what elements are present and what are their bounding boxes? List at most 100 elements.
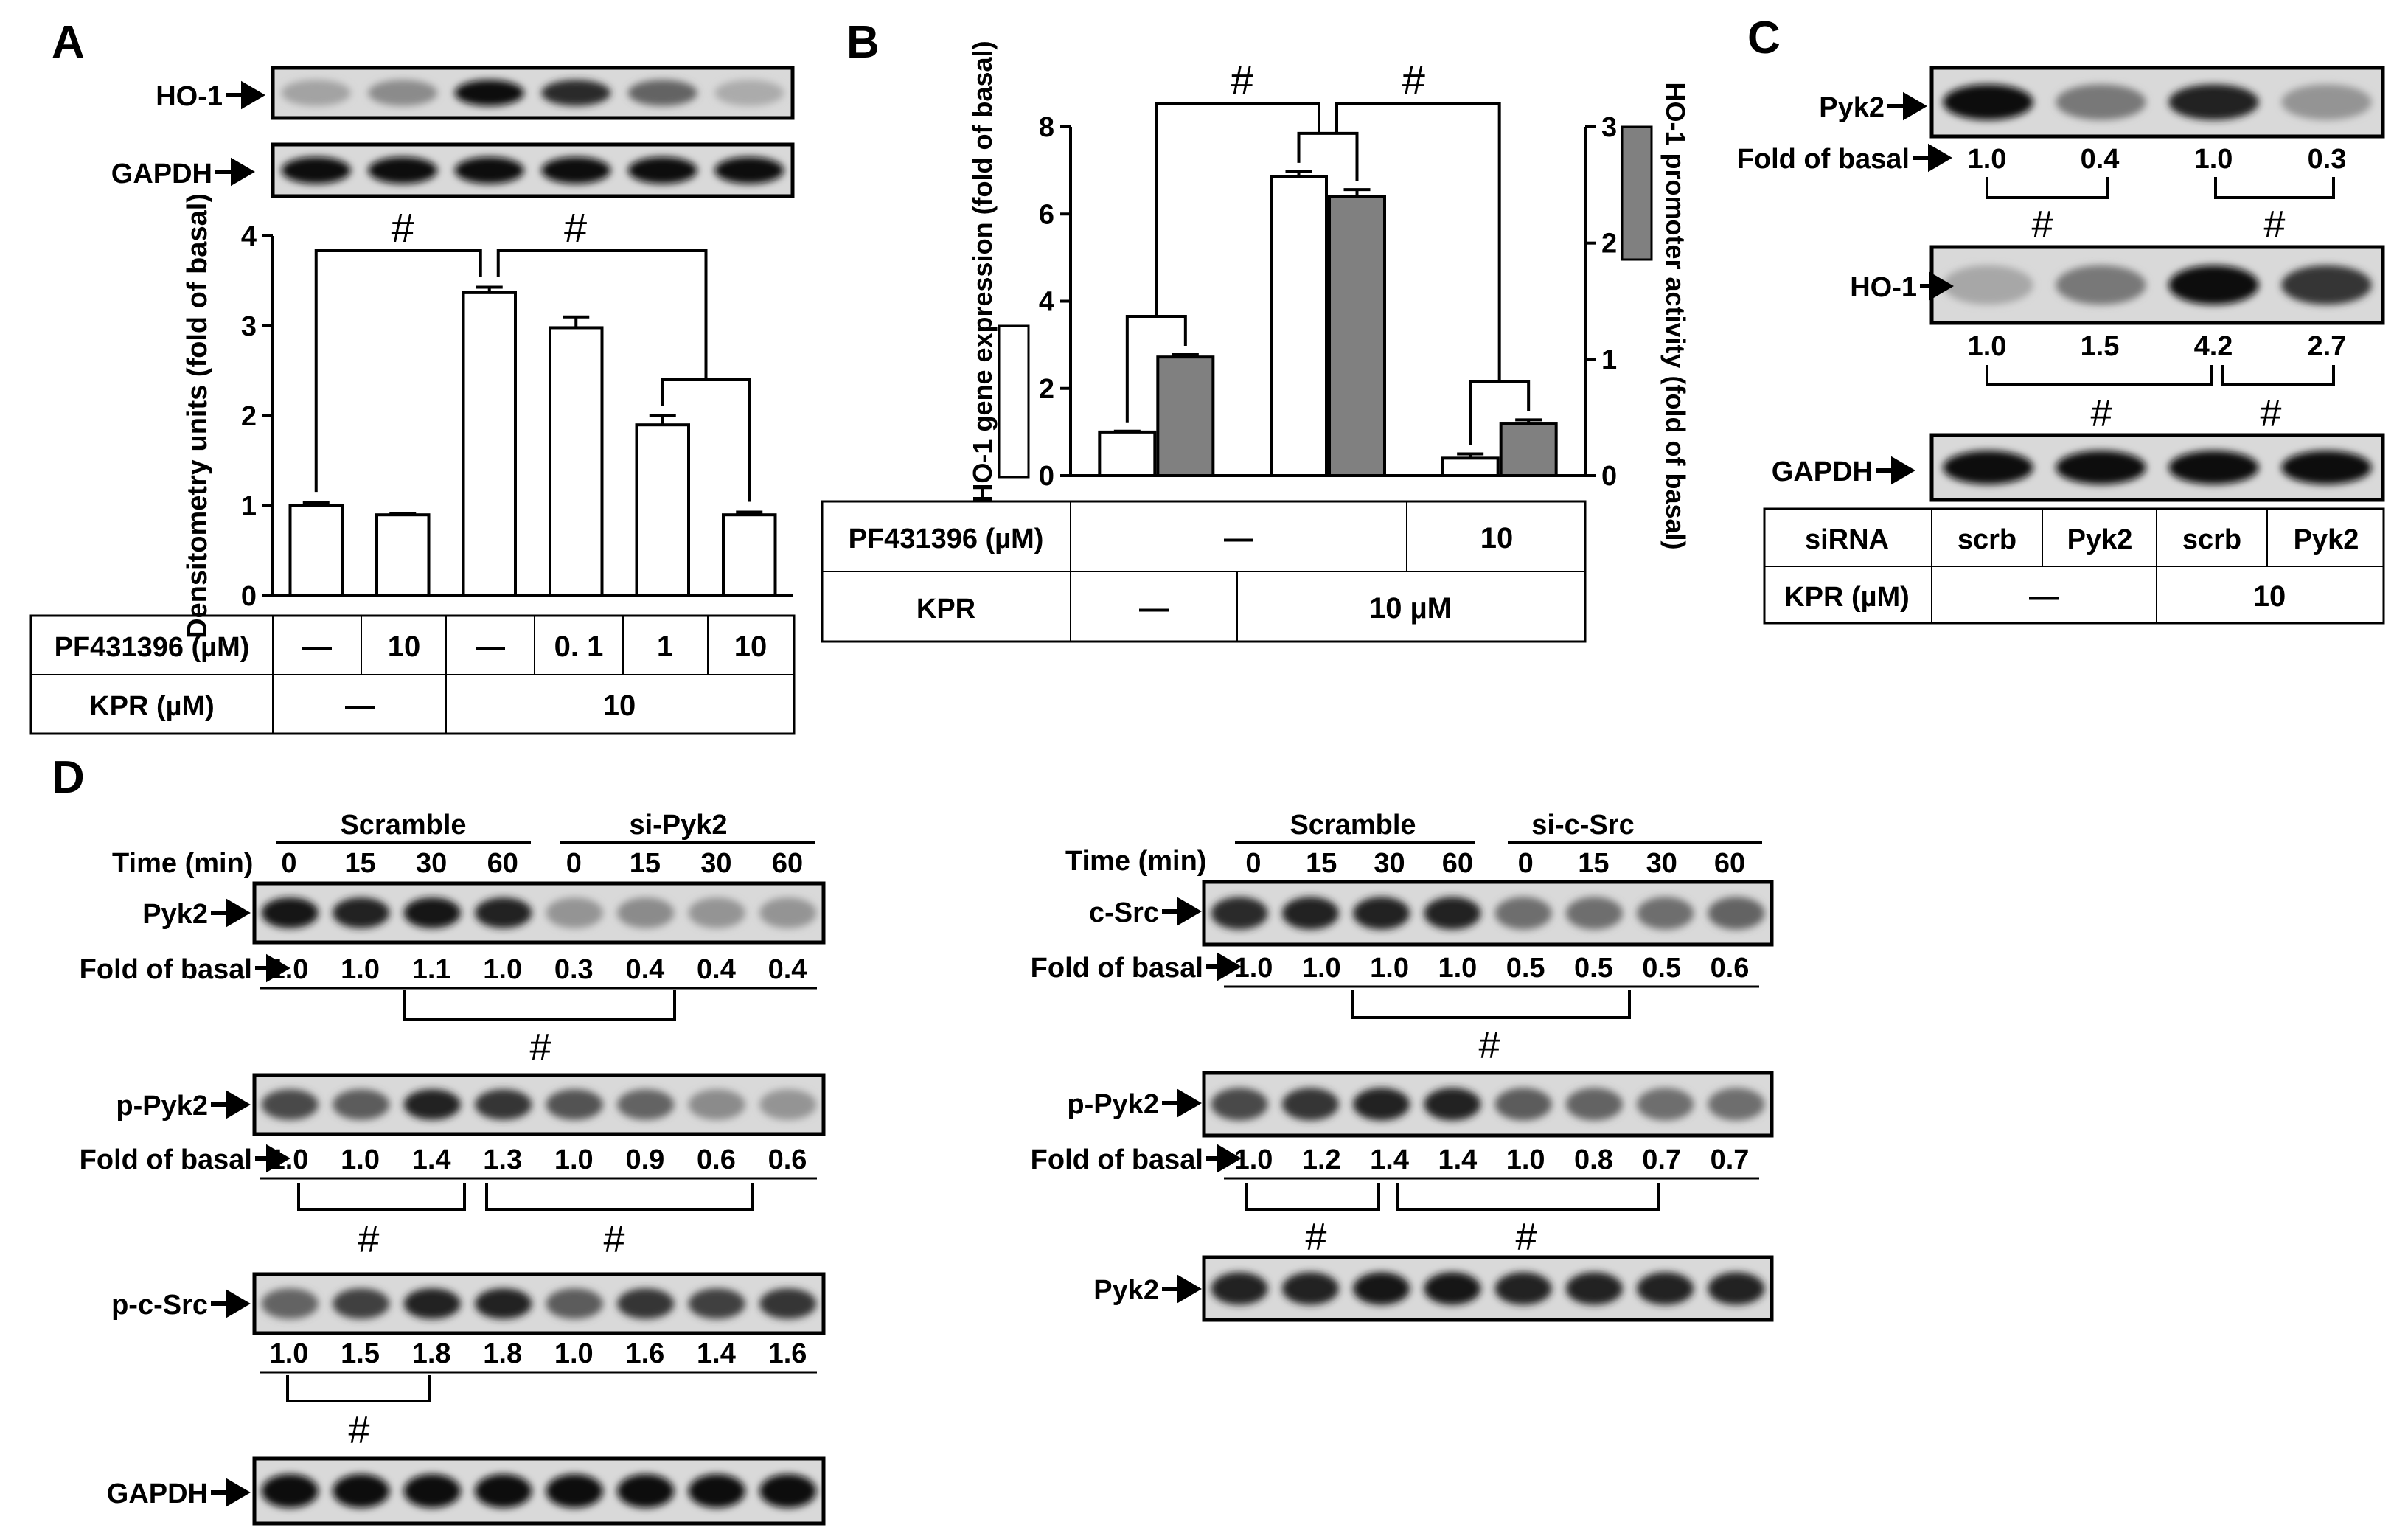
blot-band — [541, 156, 611, 184]
fold-value: 0.5 — [1506, 953, 1545, 984]
fold-of-basal-label: Fold of basal — [1031, 1144, 1203, 1175]
significance-bracket — [286, 1375, 431, 1402]
table-a-cell: 10 — [734, 630, 768, 663]
fold-value: 1.2 — [1302, 1144, 1341, 1175]
blot-band — [1565, 897, 1623, 930]
blot-band — [627, 156, 697, 184]
blot-band — [1637, 897, 1694, 930]
fold-value: 1.0 — [1506, 1144, 1545, 1175]
error-bar — [1113, 429, 1141, 433]
blot-band — [281, 156, 351, 184]
significance-mark: # — [1516, 1216, 1537, 1259]
pair-bracket — [1125, 315, 1187, 423]
fold-value: 1.0 — [554, 1338, 594, 1369]
y-axis-label-left: HO-1 gene expression (fold of basal) — [967, 41, 998, 502]
table-c-row1-label: siRNA — [1805, 524, 1889, 555]
time-value: 15 — [344, 848, 375, 879]
blot-band — [759, 1089, 817, 1120]
table-c-row2-label: KPR (µM) — [1784, 582, 1910, 613]
arrow-icon — [211, 1289, 251, 1318]
significance-mark: # — [604, 1218, 625, 1261]
blot-band — [261, 897, 319, 928]
time-value: 0 — [281, 848, 296, 879]
table-c-cell: Pyk2 — [2067, 524, 2133, 555]
blot-frame — [252, 1073, 826, 1136]
time-value: 60 — [1442, 848, 1473, 879]
blot-ho1-a — [271, 66, 795, 120]
blot-frame — [1929, 66, 2385, 139]
arrow-icon — [1887, 91, 1927, 121]
y-axis-label: Densitometry units (fold of basal) — [182, 193, 213, 639]
table-a-cell: 0. 1 — [554, 630, 604, 663]
blot-frame — [271, 142, 795, 198]
blot-frame — [252, 1272, 826, 1335]
fold-value: 1.0 — [483, 954, 522, 985]
fold-value: 0.8 — [1574, 1144, 1613, 1175]
blot-frame — [252, 881, 826, 945]
fold-value: 0.6 — [1711, 953, 1750, 984]
fold-of-basal-label: Fold of basal — [80, 1144, 252, 1175]
significance-mark: # — [1306, 1216, 1327, 1259]
blot-ho1-c — [1929, 245, 2385, 325]
significance-mark: # — [1231, 57, 1253, 103]
time-value: 60 — [1714, 848, 1745, 879]
error-bar — [302, 501, 330, 506]
blot-band — [1637, 1272, 1694, 1305]
blot-band — [759, 1288, 817, 1319]
time-label: Time (min) — [112, 848, 253, 879]
blot-band — [1565, 1088, 1623, 1121]
blot-band — [2056, 84, 2146, 120]
fold-value: 1.0 — [2194, 144, 2233, 175]
blot-band — [1353, 1272, 1410, 1305]
blot-label: p-Pyk2 — [1067, 1089, 1159, 1120]
arrow-icon — [211, 898, 251, 928]
fold-value: 0.7 — [1642, 1144, 1681, 1175]
significance-bracket — [403, 990, 676, 1021]
significance-mark: # — [564, 204, 587, 251]
fold-value: 1.0 — [554, 1144, 594, 1175]
y-tick-label-right: 3 — [1601, 112, 1617, 143]
fold-value: 1.8 — [483, 1338, 522, 1369]
table-a-cell: — — [345, 689, 375, 722]
blot-membrane — [273, 68, 793, 118]
group-label: si-Pyk2 — [629, 810, 727, 841]
blot-band — [1281, 1088, 1339, 1121]
fold-value: 0.5 — [1642, 953, 1681, 984]
blot-membrane — [273, 145, 793, 196]
blot-frame — [271, 66, 795, 120]
y-tick-label-right: 1 — [1601, 344, 1617, 375]
fold-value: 1.6 — [768, 1338, 807, 1369]
bar — [1499, 422, 1558, 477]
fold-value: 0.6 — [697, 1144, 736, 1175]
blot-band — [688, 1474, 745, 1508]
blot-label-ho1-a: HO-1 — [156, 81, 223, 112]
time-value: 30 — [1646, 848, 1677, 879]
blot-band — [475, 897, 532, 928]
blot-pyk2-d — [252, 881, 826, 945]
table-a-cell: — — [302, 630, 332, 663]
bar — [1098, 430, 1157, 477]
significance-bracket — [1155, 102, 1320, 317]
significance-bracket — [1245, 1183, 1660, 1211]
panel-c: Pyk2 Fold of basal 1.0 0.4 1.0 0.3 # # H… — [1737, 66, 2385, 625]
fold-value: 1.0 — [270, 1338, 309, 1369]
blot-frame — [1202, 1071, 1774, 1138]
blot-band — [475, 1288, 532, 1319]
y-tick-label-right: 2 — [1601, 229, 1617, 260]
bar — [288, 504, 344, 597]
fold-value: 1.0 — [270, 1144, 309, 1175]
significance-mark: # — [530, 1026, 551, 1069]
fold-of-basal-label: Fold of basal — [1031, 953, 1203, 984]
blot-band — [475, 1474, 532, 1508]
arrow-icon — [226, 80, 265, 110]
table-a-cell: — — [476, 630, 505, 663]
blot-band — [281, 80, 351, 106]
blot-band — [1494, 1088, 1552, 1121]
blot-p-c-src-d — [252, 1272, 826, 1335]
blot-band — [333, 1288, 390, 1319]
